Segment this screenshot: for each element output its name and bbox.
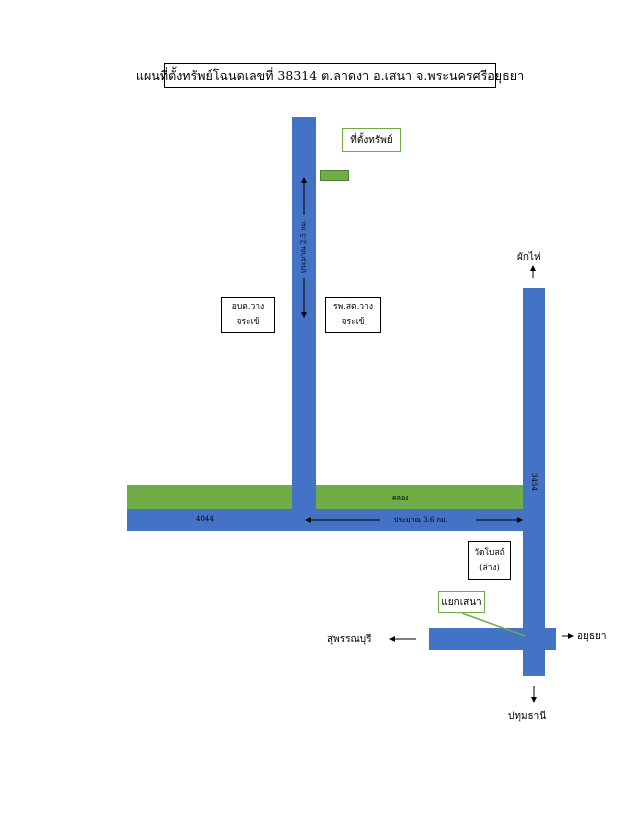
junction-label-box: แยกเสนา [438,591,485,613]
canal-right [316,485,524,509]
dest-south-label: ปทุมธานี [508,711,547,722]
left-office-line1: อบต.วาง [231,302,265,312]
map-title: แผนที่ตั้งทรัพย์โฉนดเลขที่ 38314 ต.ลาดงา… [136,63,524,88]
temple-line1: วัดโบสถ์ [474,547,505,558]
road-3454-vertical [523,288,545,676]
hospital-box: รพ.สต.วาง จระเข้ [325,297,381,333]
dest-east-label: อยุธยา [577,631,607,642]
dest-west-label: สุพรรณบุรี [327,634,372,645]
road-3454-label: 3454 [530,473,538,491]
road-4044-label: 4044 [196,515,214,523]
road-junction-horizontal [429,628,556,650]
distance-vertical-label: ประมาณ 2.5 กม. [299,219,308,274]
temple-box: วัดโบสถ์ (ล่าง) [468,541,511,580]
dest-north-label: ผักไห่ [517,252,541,263]
left-office-line2: จระเข้ [236,317,260,327]
temple-line2: (ล่าง) [479,562,500,573]
canal-left [127,485,292,509]
property-marker [320,170,349,181]
canal-label: คลอง [392,494,409,502]
hospital-line1: รพ.สต.วาง [333,302,373,312]
left-office-box: อบต.วาง จระเข้ [221,297,275,333]
hospital-line2: จระเข้ [341,317,365,327]
distance-horizontal-label: ประมาณ 3.6 กม. [394,516,448,524]
property-label-box: ที่ตั้งทรัพย์ [342,128,401,152]
